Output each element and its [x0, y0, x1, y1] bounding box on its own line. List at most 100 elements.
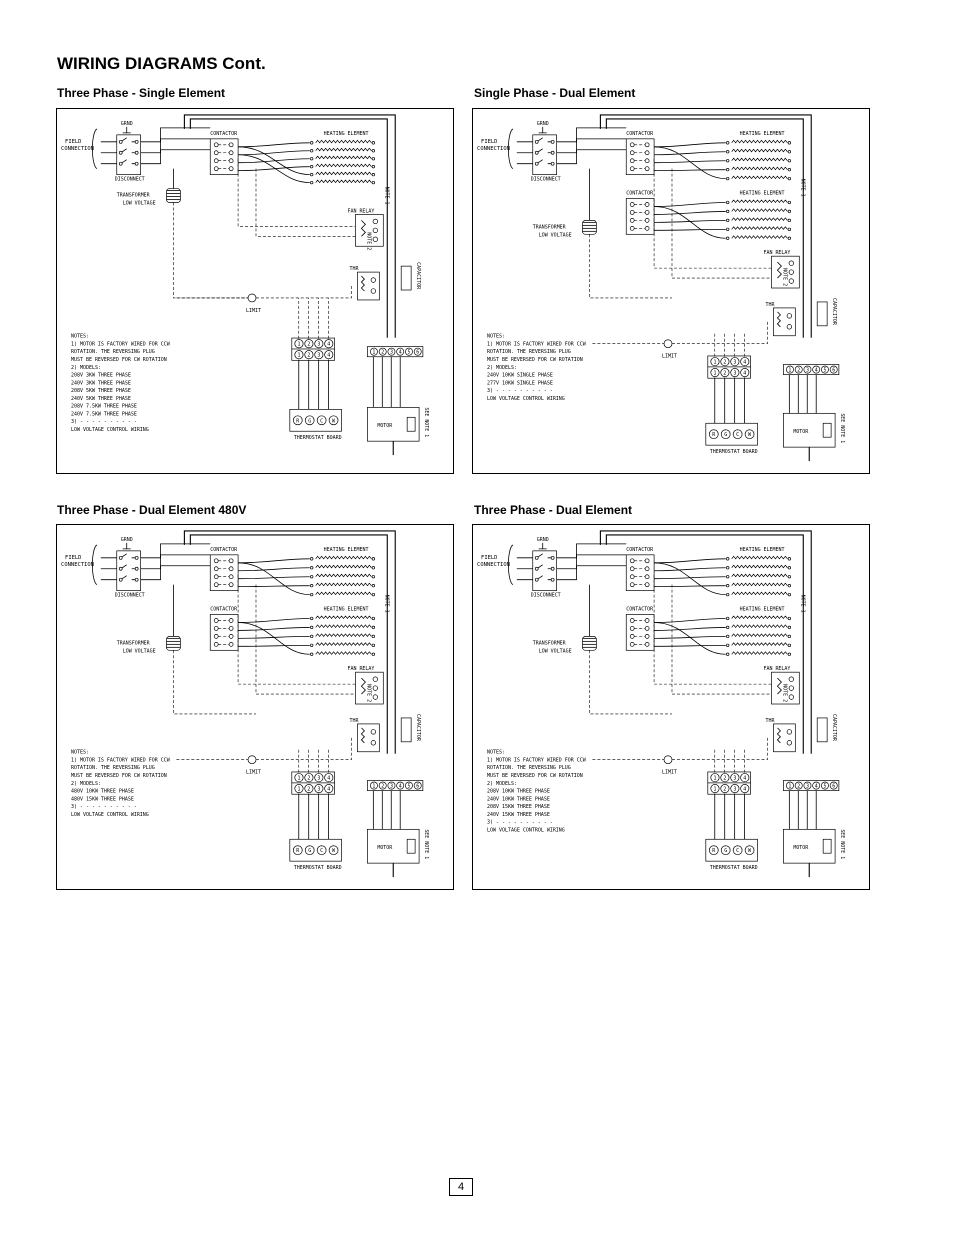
contactor-terminal — [644, 642, 650, 647]
note-line: MUST BE REVERSED FOR CW ROTATION — [487, 773, 583, 779]
element-terminal — [371, 566, 375, 570]
relay-coil — [360, 677, 366, 695]
switch-terminal — [534, 566, 539, 571]
control-strip-top-terminal-label: 3 — [733, 359, 736, 365]
contactor-terminal — [644, 202, 650, 207]
contactor-terminal — [213, 558, 219, 564]
note-2-tag: NOTE 2 — [365, 684, 371, 702]
thermostat-terminal-label: W — [332, 418, 335, 424]
switch-terminal — [118, 161, 123, 166]
thermostat-terminal — [304, 415, 315, 426]
motor-strip-terminal-label: 2 — [797, 367, 800, 373]
thr-terminal — [370, 729, 376, 735]
thr-box — [357, 271, 380, 301]
motor-strip-terminal — [803, 781, 812, 790]
note-line: 3) - - - - - - - - - - — [487, 388, 553, 394]
contactor-terminal — [644, 150, 650, 156]
element-terminal — [371, 172, 375, 177]
motor-strip-terminal — [794, 781, 803, 790]
contactor-terminal — [228, 166, 234, 172]
field-bracket — [507, 128, 514, 170]
limit-switch-icon — [247, 293, 257, 303]
contactor-terminal — [228, 634, 234, 639]
heating-element-coil — [315, 651, 372, 655]
element-terminal — [310, 165, 314, 169]
element-terminal — [726, 575, 730, 579]
note-line: NOTES: — [487, 750, 505, 756]
ground-label: GRND — [121, 121, 133, 127]
heating-element-coil — [315, 139, 372, 144]
control-strip-bottom-terminal-label: 1 — [297, 352, 300, 358]
control-strip-top-terminal-label: 2 — [723, 775, 726, 781]
control-strip-top-terminal — [740, 773, 750, 783]
control-strip-top-terminal-label: 4 — [327, 342, 330, 348]
thr-terminal — [786, 740, 792, 746]
power-wire — [654, 142, 726, 148]
power-wire — [238, 585, 310, 588]
control-strip-bottom-terminal-label: 3 — [317, 786, 320, 792]
note-2-tag: NOTE 2 — [781, 684, 787, 702]
heating-element-coil — [731, 573, 788, 578]
heating-element-coil — [731, 582, 788, 587]
power-wire — [654, 146, 726, 180]
control-wire — [237, 574, 356, 685]
control-strip-bottom-terminal-label: 1 — [297, 786, 300, 792]
element-terminal — [726, 159, 730, 163]
heating-element-coil — [731, 226, 788, 230]
element-terminal — [371, 616, 375, 621]
element-terminal — [726, 209, 730, 214]
contactor-terminal — [228, 142, 234, 148]
power-bus — [183, 530, 396, 754]
note-line: ROTATION. THE REVERSING PLUG — [487, 765, 571, 771]
line-wire — [556, 565, 627, 581]
power-wire — [654, 202, 726, 207]
motor-strip-terminal-label: 2 — [797, 783, 800, 789]
contactor-terminal — [629, 218, 635, 223]
heating-element-label: HEATING ELEMENT — [324, 547, 369, 553]
contactor-terminal — [629, 558, 635, 564]
heating-element-label: HEATING ELEMENT — [324, 131, 369, 137]
heating-element-coil — [315, 147, 372, 152]
see-note-label: SEE NOTE 1 — [839, 413, 845, 443]
note-line: 2) MODELS: — [71, 365, 101, 371]
line-wire — [556, 127, 627, 143]
line-wire — [140, 138, 211, 154]
fan-relay-box — [355, 671, 384, 705]
motor-label: MOTOR — [793, 429, 808, 435]
motor-strip-terminal — [370, 347, 378, 356]
contactor-terminal — [228, 574, 234, 580]
switch-terminal — [534, 150, 539, 155]
element-terminal — [787, 616, 791, 621]
motor-strip-terminal — [786, 781, 794, 790]
transformer-label: TRANSFORMER — [533, 640, 566, 646]
thermostat-terminal — [708, 429, 719, 440]
contactor-terminal — [629, 582, 635, 588]
note-line: LOW VOLTAGE CONTROL WIRING — [487, 396, 565, 402]
power-wire — [654, 151, 726, 156]
thermostat-board-box — [289, 409, 342, 432]
ground-icon — [538, 542, 547, 554]
contactor-terminal — [228, 558, 234, 564]
note-1-tag: NOTE 1 — [383, 187, 389, 205]
heating-element-coil — [731, 591, 788, 596]
relay-coil — [360, 220, 366, 237]
thermostat-terminal-label: R — [296, 848, 299, 854]
element-terminal — [787, 200, 791, 205]
contactor-terminal — [228, 582, 234, 588]
contactor-terminal — [644, 158, 650, 164]
thr-terminal — [786, 729, 792, 735]
control-strip-top-terminal — [730, 773, 740, 783]
control-strip-bottom-terminal-label: 2 — [307, 786, 310, 792]
note-line: 2) MODELS: — [487, 365, 517, 371]
line-wire — [556, 554, 627, 570]
control-strip-bottom-terminal-label: 1 — [713, 786, 716, 792]
motor-strip-terminal — [396, 347, 405, 356]
contactor-terminal — [629, 642, 635, 647]
line-wire — [140, 554, 211, 570]
contactor-terminal — [228, 566, 234, 572]
control-wire — [173, 650, 256, 715]
power-wire — [238, 618, 310, 623]
relay-terminal — [372, 676, 378, 682]
